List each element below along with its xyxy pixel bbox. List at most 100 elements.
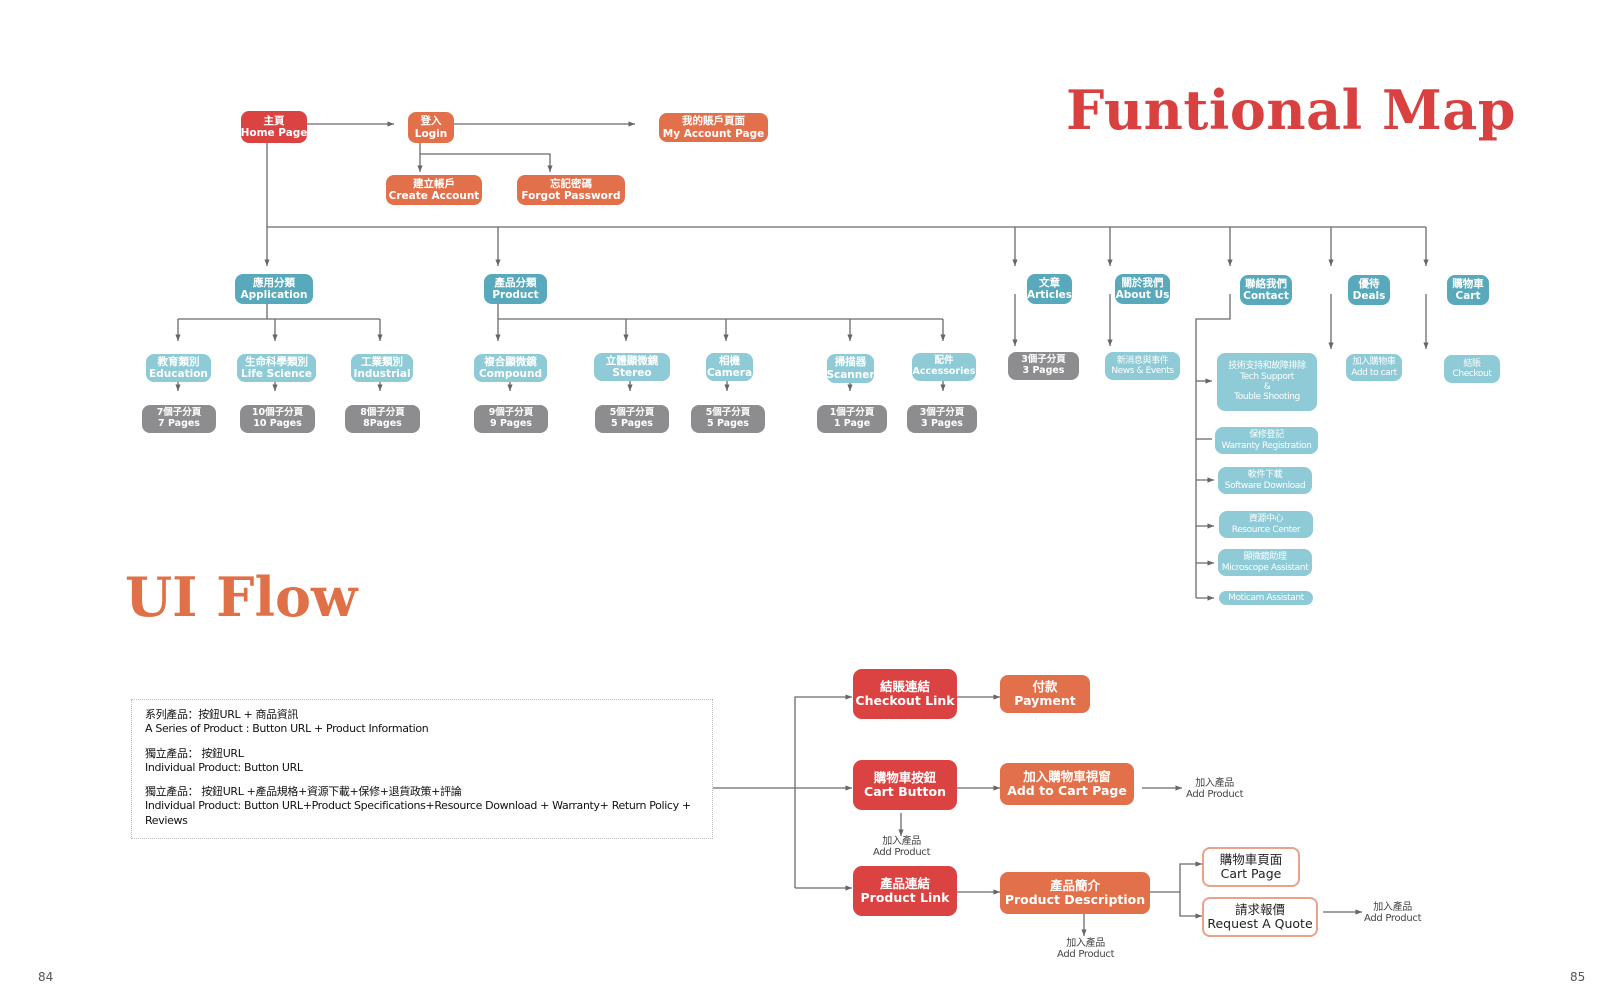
flow-payment[interactable]: 付款 Payment <box>1000 675 1090 713</box>
node-label-zh: 技術支持和故障排除 <box>1228 361 1306 372</box>
node-industrial[interactable]: 工業類別 Industrial <box>351 354 413 382</box>
node-label-zh: 5個子分頁 <box>705 407 751 419</box>
node-label-en: Application <box>240 289 308 301</box>
node-scanner[interactable]: 掃描器 Scanner <box>826 354 875 383</box>
node-label-zh: 掃描器 <box>834 356 867 369</box>
node-industrial-pages: 8個子分頁 8Pages <box>345 405 420 433</box>
node-label-zh: 主頁 <box>263 114 285 127</box>
node-about-us[interactable]: 關於我們 About Us <box>1115 274 1170 304</box>
node-warranty-registration[interactable]: 保修登記 Warranty Registration <box>1215 427 1318 454</box>
node-articles[interactable]: 文章 Articles <box>1027 274 1072 304</box>
node-camera[interactable]: 相機 Camera <box>706 353 753 381</box>
node-deals[interactable]: 優待 Deals <box>1348 275 1390 305</box>
node-label-en: Compound <box>478 368 543 380</box>
node-contact[interactable]: 聯絡我們 Contact <box>1240 275 1292 305</box>
note-zh: 加入產品 <box>1195 778 1235 789</box>
node-camera-pages: 5個子分頁 5 Pages <box>691 405 765 433</box>
node-label-zh: 3個子分頁 <box>1021 354 1066 366</box>
note-en: Add Product <box>1057 949 1115 960</box>
node-label-zh: 工業類別 <box>361 355 403 368</box>
node-education[interactable]: 教育類別 Education <box>146 354 211 382</box>
node-label-zh: 購物車頁面 <box>1219 851 1283 867</box>
node-label-en: 5 Pages <box>707 418 749 429</box>
node-label-zh: 1個子分頁 <box>829 407 875 419</box>
node-label-zh: 登入 <box>420 115 442 128</box>
node-moticam-assistant[interactable]: Moticam Assistant <box>1219 591 1313 605</box>
node-create-account[interactable]: 建立帳戶 Create Account <box>386 175 482 205</box>
node-label-en: Cart Button <box>864 784 946 799</box>
node-home-page[interactable]: 主頁 Home Page <box>241 111 307 143</box>
node-tech-support[interactable]: 技術支持和故障排除 Tech Support & Touble Shooting <box>1217 353 1317 411</box>
node-label-en: 7 Pages <box>158 418 200 429</box>
flow-product-link[interactable]: 產品連結 Product Link <box>853 866 957 916</box>
node-cart[interactable]: 購物車 Cart <box>1447 275 1489 305</box>
legend-item-zh: 獨立產品： 按鈕URL <box>145 746 244 760</box>
node-scanner-pages: 1個子分頁 1 Page <box>817 405 887 433</box>
node-label-zh: 教育類別 <box>157 355 200 368</box>
node-label-en: 8Pages <box>363 418 402 429</box>
node-label-zh: 結賬 <box>1463 358 1481 369</box>
node-label-en: Tech Support <box>1240 371 1294 382</box>
node-label-zh: 5個子分頁 <box>609 407 655 419</box>
product-types-legend: 系列產品：按鈕URL + 商品資訊 A Series of Product : … <box>131 699 713 839</box>
legend-item-en: Individual Product: Button URL <box>145 760 303 774</box>
node-label-en: Warranty Registration <box>1221 440 1312 451</box>
node-articles-pages: 3個子分頁 3 Pages <box>1008 352 1079 380</box>
node-checkout[interactable]: 結賬 Checkout <box>1444 355 1500 383</box>
legend-item-en: A Series of Product : Button URL + Produ… <box>145 722 429 736</box>
node-label-zh: 應用分類 <box>253 276 295 289</box>
flow-checkout-link[interactable]: 結賬連結 Checkout Link <box>853 669 957 719</box>
node-label-zh: 保修登記 <box>1249 430 1284 441</box>
note-en: Add Product <box>873 847 931 858</box>
node-label-zh: 10個子分頁 <box>251 407 304 419</box>
node-life-science[interactable]: 生命科學類別 Life Science <box>237 354 316 382</box>
node-microscope-assistant[interactable]: 顯微鏡助理 Microscope Assistant <box>1218 549 1312 576</box>
node-label-en: Product <box>492 289 539 301</box>
node-stereo-pages: 5個子分頁 5 Pages <box>595 405 669 433</box>
flow-product-description[interactable]: 產品簡介 Product Description <box>1000 872 1150 914</box>
node-label-zh: 顯微鏡助理 <box>1243 552 1287 563</box>
node-label-zh: 我的賬戶頁面 <box>682 115 745 128</box>
node-label-en: 10 Pages <box>253 418 302 429</box>
note-zh: 加入產品 <box>1066 938 1106 949</box>
flow-request-quote[interactable]: 請求報價 Request A Quote <box>1202 897 1318 937</box>
legend-item-zh: 獨立產品： 按鈕URL +產品規格+資源下載+保修+退貨政策+評論 <box>145 785 462 799</box>
node-label-zh: 請求報價 <box>1234 901 1285 917</box>
node-label-zh: 產品簡介 <box>1049 877 1100 893</box>
node-my-account-page[interactable]: 我的賬戶頁面 My Account Page <box>659 113 768 142</box>
node-label-zh: 付款 <box>1032 678 1058 694</box>
node-label-zh: 文章 <box>1039 276 1060 289</box>
node-product[interactable]: 產品分類 Product <box>484 274 547 304</box>
node-education-pages: 7個子分頁 7 Pages <box>142 405 216 433</box>
node-label-en: Camera <box>706 367 753 379</box>
node-label-en: Forgot Password <box>521 190 621 202</box>
node-application[interactable]: 應用分類 Application <box>235 274 313 304</box>
flow-cart-button[interactable]: 購物車按鈕 Cart Button <box>853 760 957 810</box>
node-forgot-password[interactable]: 忘記密碼 Forgot Password <box>517 175 625 205</box>
node-software-download[interactable]: 軟件下載 Software Download <box>1218 467 1312 494</box>
node-label-en: Articles <box>1026 289 1073 301</box>
node-label-en: About Us <box>1115 289 1170 301</box>
node-label-en: Contact <box>1243 290 1289 302</box>
node-label-zh: 資源中心 <box>1248 514 1284 525</box>
node-compound[interactable]: 複合顯微鏡 Compound <box>474 354 547 382</box>
node-accessories[interactable]: 配件 Accessories <box>912 353 976 381</box>
note-zh: 加入產品 <box>1373 902 1413 913</box>
node-login[interactable]: 登入 Login <box>408 112 454 143</box>
node-news-events[interactable]: 新消息與事件 News & Events <box>1105 352 1180 380</box>
node-label-en: My Account Page <box>662 127 765 140</box>
node-label-en: Add to cart <box>1351 367 1397 378</box>
node-label-zh: 產品分類 <box>494 276 537 289</box>
node-add-to-cart[interactable]: 加入購物車 Add to cart <box>1346 354 1402 381</box>
node-label-en: Cart <box>1455 290 1481 302</box>
node-label-en: Education <box>149 368 208 380</box>
node-resource-center[interactable]: 資源中心 Resource Center <box>1219 511 1313 538</box>
node-stereo[interactable]: 立體顯微鏡 Stereo <box>594 353 670 381</box>
node-label-en: Industrial <box>353 368 411 380</box>
node-label-en: News & Events <box>1111 366 1174 376</box>
node-label-en: Accessories <box>912 366 976 377</box>
node-label-zh: 加入購物車視窗 <box>1023 768 1111 784</box>
flow-cart-page[interactable]: 購物車頁面 Cart Page <box>1202 847 1300 887</box>
flow-add-to-cart-page[interactable]: 加入購物車視窗 Add to Cart Page <box>1000 763 1134 805</box>
node-label-zh: 建立帳戶 <box>413 177 455 190</box>
